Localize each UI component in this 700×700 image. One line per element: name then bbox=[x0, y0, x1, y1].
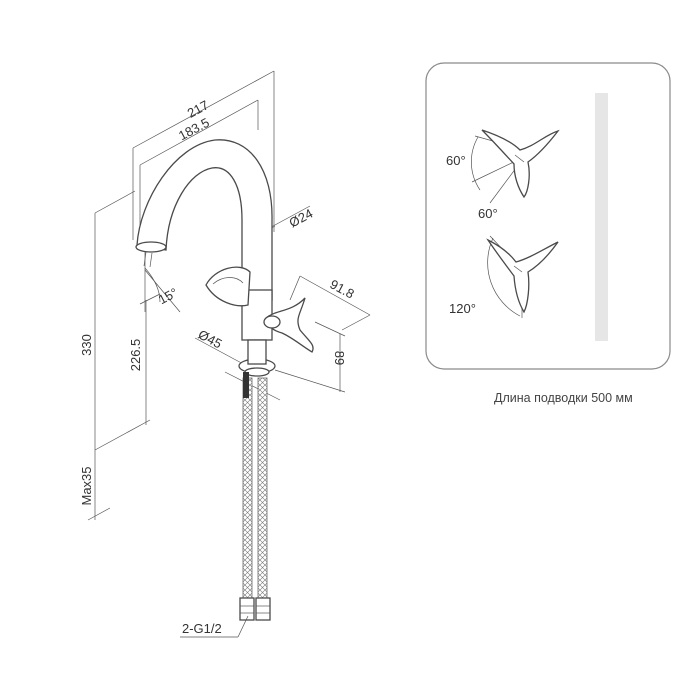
dim-spout-height: 226.5 bbox=[128, 339, 143, 372]
dim-max-thickness: Max35 bbox=[79, 466, 94, 505]
stud bbox=[243, 372, 249, 398]
dim-connection: 2-G1/2 bbox=[182, 621, 222, 636]
hose-nut-right bbox=[255, 597, 271, 621]
angle-bottom: 120° bbox=[449, 301, 476, 316]
angle-top-bottom: 60° bbox=[478, 206, 498, 221]
hose-length-note: Длина подводки 500 мм bbox=[494, 391, 633, 405]
handle-diagram-top bbox=[471, 129, 560, 204]
hose-left bbox=[242, 377, 253, 599]
angle-top-left: 60° bbox=[446, 153, 466, 168]
hose-nut-left bbox=[239, 597, 255, 621]
dim-handle-reach: 91.8 bbox=[327, 276, 356, 301]
hose-right bbox=[257, 377, 268, 599]
panel-frame bbox=[425, 62, 671, 370]
handle-right bbox=[265, 297, 314, 353]
faucet-body bbox=[135, 139, 314, 377]
handle-diagram-bottom bbox=[486, 235, 559, 318]
handle-rotation-panel: 60° 60° 120° bbox=[425, 62, 671, 370]
spout bbox=[136, 139, 273, 301]
dim-total-height: 330 bbox=[79, 334, 94, 356]
dim-spout-diameter: Ø24 bbox=[287, 206, 316, 231]
panel-scrollbar bbox=[595, 93, 608, 341]
handle-left bbox=[205, 266, 251, 307]
dimension-lines bbox=[87, 70, 371, 521]
supply-hoses bbox=[180, 372, 271, 638]
dim-spout-angle: 15° bbox=[156, 285, 180, 307]
dim-base-diameter: Ø45 bbox=[196, 327, 225, 352]
dimension-labels: 217 183.5 Ø24 15° 91.8 Ø45 89 330 226.5 … bbox=[79, 97, 357, 636]
dim-handle-height: 89 bbox=[332, 351, 347, 365]
